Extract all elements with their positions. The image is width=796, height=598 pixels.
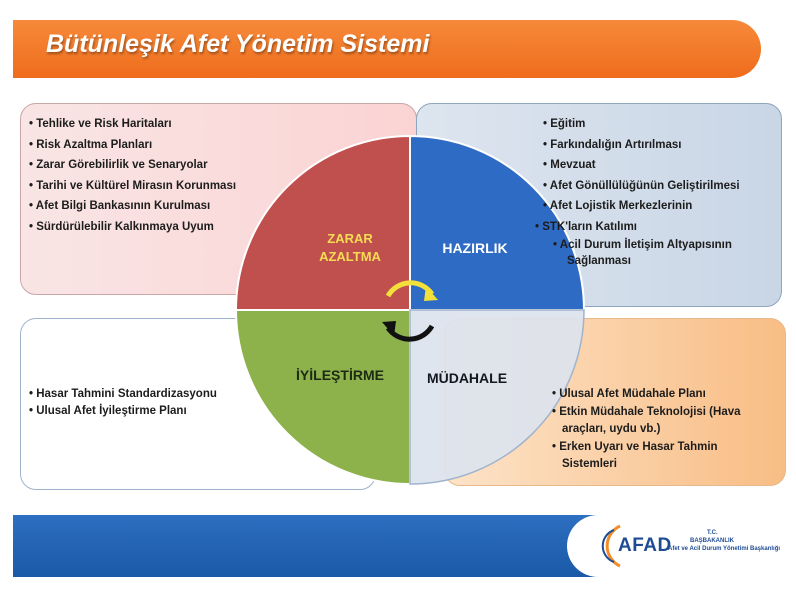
org-name: Afet ve Acil Durum Yönetimi Başkanlığı: [668, 546, 781, 552]
org-tc: T.C.: [707, 530, 718, 536]
mudahale-list: Ulusal Afet Müdahale Planı Etkin Müdahal…: [552, 386, 762, 474]
list-item: Acil Durum İletişim Altyapısının Sağlanm…: [553, 237, 782, 269]
list-item: Afet Bilgi Bankasının Kurulması: [29, 196, 236, 217]
title-banner: [13, 20, 761, 78]
list-item: Mevzuat: [543, 155, 782, 176]
list-item: Etkin Müdahale Teknolojisi (Hava araçlar…: [552, 404, 762, 439]
list-item: Farkındalığın Artırılması: [543, 135, 782, 156]
list-item: Erken Uyarı ve Hasar Tahmin Sistemleri: [552, 439, 762, 474]
hazirlik-sector: [409, 134, 586, 311]
list-item: Tehlike ve Risk Haritaları: [29, 114, 236, 135]
page-title: Bütünleşik Afet Yönetim Sistemi: [46, 30, 430, 58]
zarar-azaltma-label-line1: ZARAR: [327, 231, 373, 246]
iyilestirme-list: Hasar Tahmini Standardizasyonu Ulusal Af…: [29, 386, 217, 420]
list-item: Risk Azaltma Planları: [29, 135, 236, 156]
list-item: Tarihi ve Kültürel Mirasın Korunması: [29, 176, 236, 197]
list-item: Zarar Görebilirlik ve Senaryolar: [29, 155, 236, 176]
list-item: Ulusal Afet Müdahale Planı: [552, 386, 762, 404]
hazirlik-label: HAZIRLIK: [442, 240, 508, 256]
org-basbakanlik: BAŞBAKANLIK: [690, 538, 734, 544]
zarar-azaltma-sector: [234, 134, 411, 311]
afad-logo-icon: [601, 524, 621, 568]
mudahale-label: MÜDAHALE: [426, 370, 508, 386]
list-item: Afet Lojistik Merkezlerinin: [543, 196, 782, 217]
list-item: Ulusal Afet İyileştirme Planı: [29, 403, 217, 420]
mudahale-sector: [409, 309, 585, 485]
logo-panel: [567, 515, 788, 577]
list-item: Hasar Tahmini Standardizasyonu: [29, 386, 217, 403]
list-item: Eğitim: [543, 114, 782, 135]
hazirlik-list: Eğitim Farkındalığın Artırılması Mevzuat…: [542, 114, 782, 269]
list-item: Afet Gönüllülüğünün Geliştirilmesi: [543, 176, 782, 197]
list-item: STK'ların Katılımı: [535, 217, 782, 238]
iyilestirme-sector: [234, 309, 411, 486]
afad-logo-text: AFAD: [618, 535, 672, 556]
cycle-arrow-top-head-icon: [424, 286, 438, 301]
list-item: Sürdürülebilir Kalkınmaya Uyum: [29, 217, 236, 238]
cycle-arrow-bottom-head-icon: [382, 321, 396, 336]
iyilestirme-label: İYİLEŞTİRME: [296, 367, 384, 383]
zarar-azaltma-label-line2: AZALTMA: [319, 249, 381, 264]
zarar-azaltma-list: Tehlike ve Risk Haritaları Risk Azaltma …: [29, 114, 236, 237]
zarar-azaltma-label: ZARAR AZALTMA: [295, 230, 405, 266]
